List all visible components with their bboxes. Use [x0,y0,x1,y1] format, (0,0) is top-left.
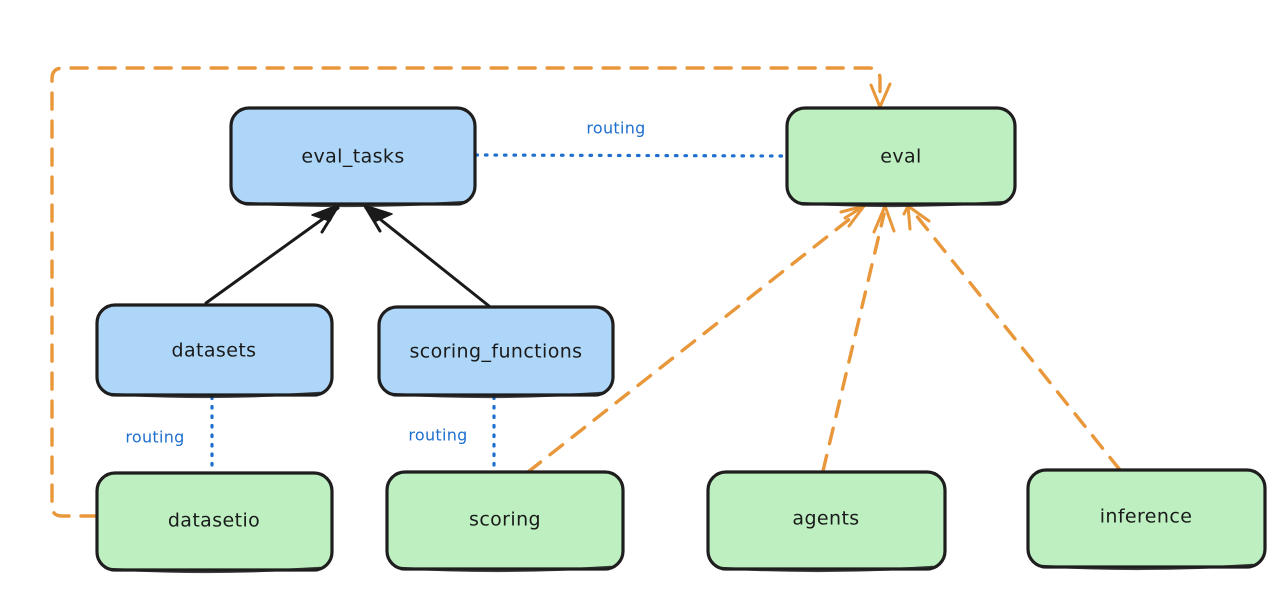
node-scoring_functions-sketch-shadow [389,391,604,399]
edge-scoring_functions-to-eval_tasks [363,204,491,308]
edge-agents-to-eval-path [821,212,886,473]
edge-eval_tasks-to-eval [474,153,788,158]
edge-scoring_functions-to-eval_tasks-path [364,206,491,308]
node-scoring_functions[interactable]: scoring_functions [377,305,615,399]
node-scoring-box[interactable] [385,470,625,571]
node-eval-sketch-shadow [796,200,1008,208]
node-inference-sketch-shadow [1038,563,1255,571]
edge-inference-to-eval [902,204,1122,472]
node-inference-box[interactable] [1026,468,1267,569]
node-scoring-label: scoring [469,509,541,531]
node-agents-box[interactable] [706,470,947,571]
node-datasets-box[interactable] [95,303,334,397]
node-scoring[interactable]: scoring [385,470,625,573]
node-eval_tasks-box[interactable] [229,106,477,206]
node-eval-label: eval [880,146,921,168]
edge-datasets-to-eval_tasks [204,204,340,305]
node-datasetio-sketch-shadow [107,566,322,574]
node-eval_tasks-sketch-shadow [241,200,468,208]
node-datasets[interactable]: datasets [95,303,334,399]
node-eval_tasks-label: eval_tasks [301,146,404,168]
node-scoring-sketch-shadow [397,565,613,573]
node-agents-sketch-shadow [718,565,935,573]
edge-scoring-to-eval-arrowhead-b [843,204,866,220]
node-datasetio-box[interactable] [95,471,334,572]
edge-scoring_functions-to-eval_tasks-arrowhead-b [363,204,382,233]
node-eval[interactable]: eval [785,106,1017,208]
node-scoring_functions-label: scoring_functions [410,341,583,363]
node-eval-box[interactable] [785,106,1017,206]
edge-label-routing-scoring_functions-scoring: routing [408,426,467,445]
edge-inference-to-eval-arrowhead-b [906,204,912,231]
node-datasets-sketch-shadow [107,391,322,399]
edge-datasetio-to-eval-path [50,66,882,518]
node-datasetio-label: datasetio [168,510,260,532]
node-inference-label: inference [1100,506,1193,528]
node-scoring_functions-box[interactable] [377,305,615,397]
edge-datasets-to-eval_tasks-path [204,206,340,305]
node-agents[interactable]: agents [706,470,947,573]
edge-label-routing-eval_tasks-eval: routing [586,119,645,138]
edge-datasets-to-eval_tasks-arrowhead-b [320,204,340,234]
node-datasetio[interactable]: datasetio [95,471,334,574]
node-datasets-label: datasets [172,340,257,362]
node-inference[interactable]: inference [1026,468,1267,571]
edge-inference-to-eval-path [913,212,1122,472]
node-agents-label: agents [792,508,859,530]
edge-eval_tasks-to-eval-path [474,153,788,158]
node-eval_tasks[interactable]: eval_tasks [229,106,477,208]
edge-agents-to-eval [821,204,896,473]
edge-label-routing-datasets-datasetio: routing [125,428,184,447]
edge-scoring-to-eval-path [526,212,858,474]
